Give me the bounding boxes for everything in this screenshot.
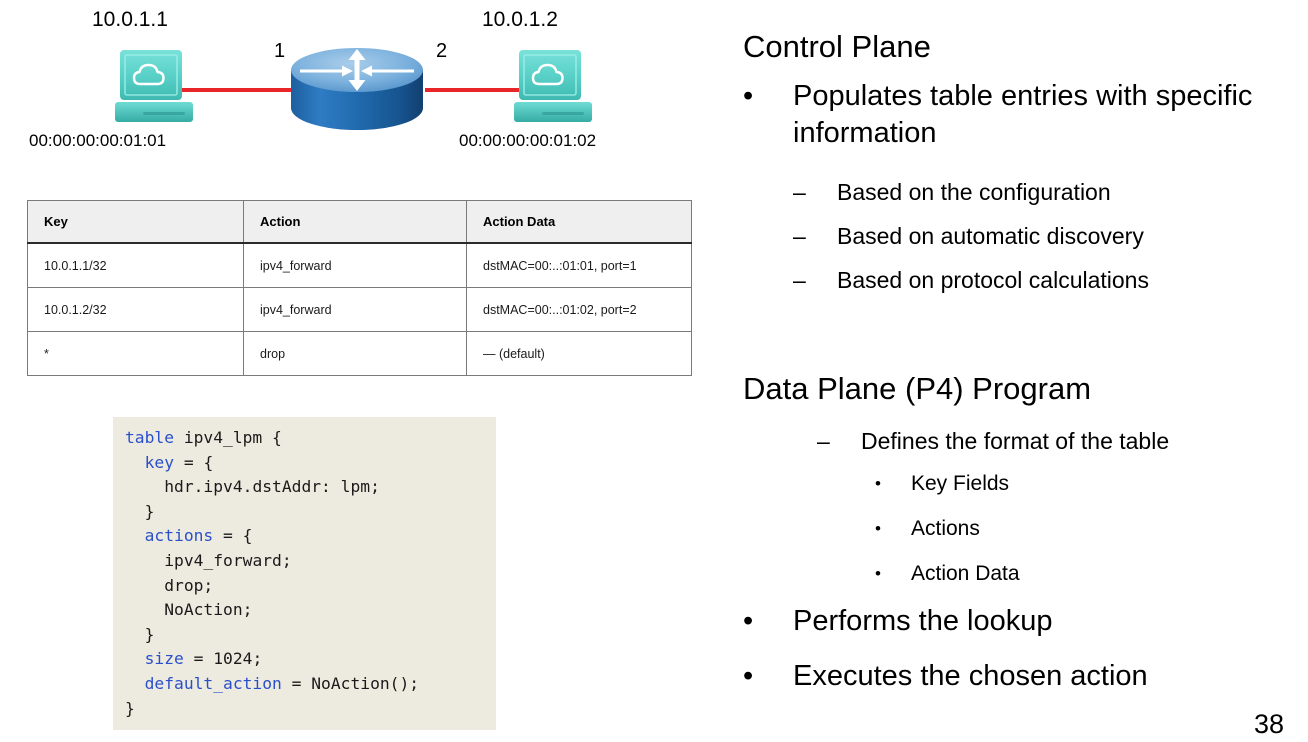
data-plane-bullet-1: • Performs the lookup [743,603,1283,640]
cell-action: drop [243,331,467,376]
control-plane-sub-bullet-2: – Based on automatic discovery [793,217,1144,255]
router-port-2-label: 2 [436,40,448,62]
host-laptop-cloud-icon [514,50,592,122]
bullet-dot-icon: • [743,660,754,692]
bullet-dash-icon: – [793,223,806,249]
bullet-dot-icon: • [743,80,754,112]
router-icon [291,48,423,130]
right-column: Control Plane • Populates table entries … [735,0,1308,742]
cell-key: 10.0.1.2/32 [27,287,244,332]
left-column: 10.0.1.1 10.0.1.2 00:00:00:00:01:01 00:0… [0,0,720,730]
column-header-action-data: Action Data [466,200,692,244]
left-host-ip-label: 10.0.1.1 [92,8,168,31]
table-row: 10.0.1.2/32 ipv4_forward dstMAC=00:..:01… [27,287,692,332]
data-plane-bullet-2: • Executes the chosen action [743,658,1283,695]
bullet-dash-icon: – [793,179,806,205]
data-plane-heading: Data Plane (P4) Program [743,371,1092,406]
cell-action-data: dstMAC=00:..:01:01, port=1 [466,242,692,288]
table-header-row: Key Action Action Data [27,200,692,244]
data-plane-sub-sub-bullet-3: • Action Data [875,551,1020,596]
data-plane-sub-bullet: – Defines the format of the table [817,422,1169,460]
table-row: 10.0.1.1/32 ipv4_forward dstMAC=00:..:01… [27,242,692,288]
bullet-dash-icon: – [817,428,830,454]
right-host-ip-label: 10.0.1.2 [482,8,558,31]
link-left [175,88,300,92]
cell-action: ipv4_forward [243,287,467,332]
bullet-dot-icon: • [743,605,754,637]
control-plane-bullet: • Populates table entries with specific … [743,80,1253,149]
cell-key: * [27,331,244,376]
table-row: * drop — (default) [27,331,692,376]
right-host-mac-label: 00:00:00:00:01:02 [459,131,597,150]
cell-key: 10.0.1.1/32 [27,242,244,288]
cell-action-data: — (default) [466,331,692,376]
data-plane-sub-sub-bullet-2: • Actions [875,506,980,551]
bullet-dot-icon: • [875,474,881,493]
network-topology-diagram: 10.0.1.1 10.0.1.2 00:00:00:00:01:01 00:0… [0,0,720,175]
p4-code-block: table ipv4_lpm { key = { hdr.ipv4.dstAdd… [113,417,496,730]
control-plane-sub-bullet-3: – Based on protocol calculations [793,261,1149,299]
bullet-dot-icon: • [875,519,881,538]
bullet-dot-icon: • [875,564,881,583]
router-port-1-label: 1 [274,40,286,62]
slide-number: 38 [1253,709,1284,739]
cell-action: ipv4_forward [243,242,467,288]
left-host-mac-label: 00:00:00:00:01:01 [29,131,167,150]
column-header-action: Action [243,200,467,244]
column-header-key: Key [27,200,244,244]
control-plane-heading: Control Plane [743,29,931,64]
cell-action-data: dstMAC=00:..:01:02, port=2 [466,287,692,332]
p4-code-text: table ipv4_lpm { key = { hdr.ipv4.dstAdd… [125,428,420,718]
link-right [425,88,535,92]
data-plane-sub-sub-bullet-1: • Key Fields [875,461,1009,506]
match-action-table: Key Action Action Data 10.0.1.1/32 ipv4_… [27,200,692,376]
host-laptop-cloud-icon [115,50,193,122]
control-plane-sub-bullet-1: – Based on the configuration [793,173,1111,211]
bullet-dash-icon: – [793,267,806,293]
